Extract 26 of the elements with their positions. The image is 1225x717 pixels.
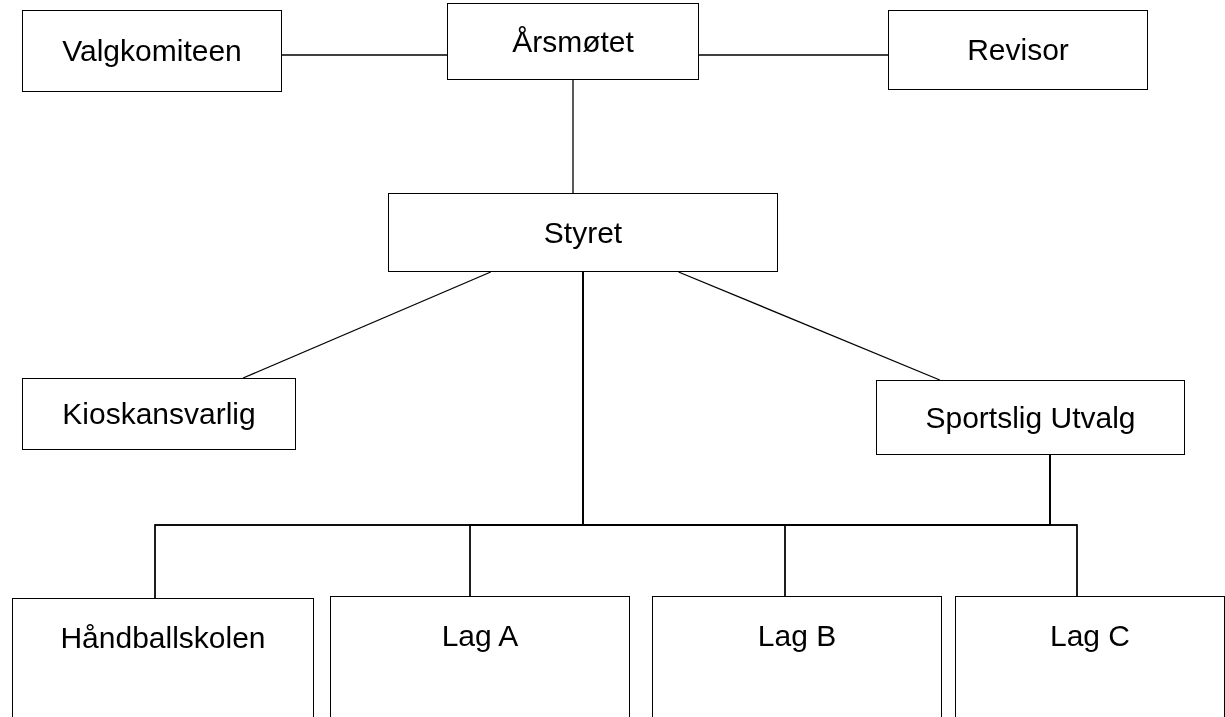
org-box <box>12 598 314 717</box>
org-box <box>888 10 1148 90</box>
connector-line <box>242 271 492 379</box>
box-label: Lag B <box>757 619 837 653</box>
connector-line <box>698 54 889 56</box>
org-box <box>388 193 778 272</box>
org-box <box>330 596 630 717</box>
org-box <box>447 3 699 80</box>
connector-line <box>281 54 448 56</box>
box-label: Styret <box>543 215 623 250</box>
org-box <box>22 10 282 92</box>
box-label: Håndballskolen <box>60 621 266 655</box>
box-label: Valgkomiteen <box>62 34 242 68</box>
box-label: Kioskansvarlig <box>62 397 256 431</box>
connector-line <box>677 271 941 381</box>
box-label: Revisor <box>967 33 1069 67</box>
org-box <box>652 596 942 717</box>
connector-line <box>572 79 574 194</box>
box-label: Årsmøtet <box>512 24 634 59</box>
box-label: Sportslig Utvalg <box>925 400 1136 435</box>
org-box <box>22 378 296 450</box>
connector-line <box>1049 454 1078 597</box>
org-box <box>955 596 1225 717</box>
box-label: Lag A <box>441 619 519 653</box>
box-label: Lag C <box>1049 619 1131 653</box>
org-box <box>876 380 1185 455</box>
